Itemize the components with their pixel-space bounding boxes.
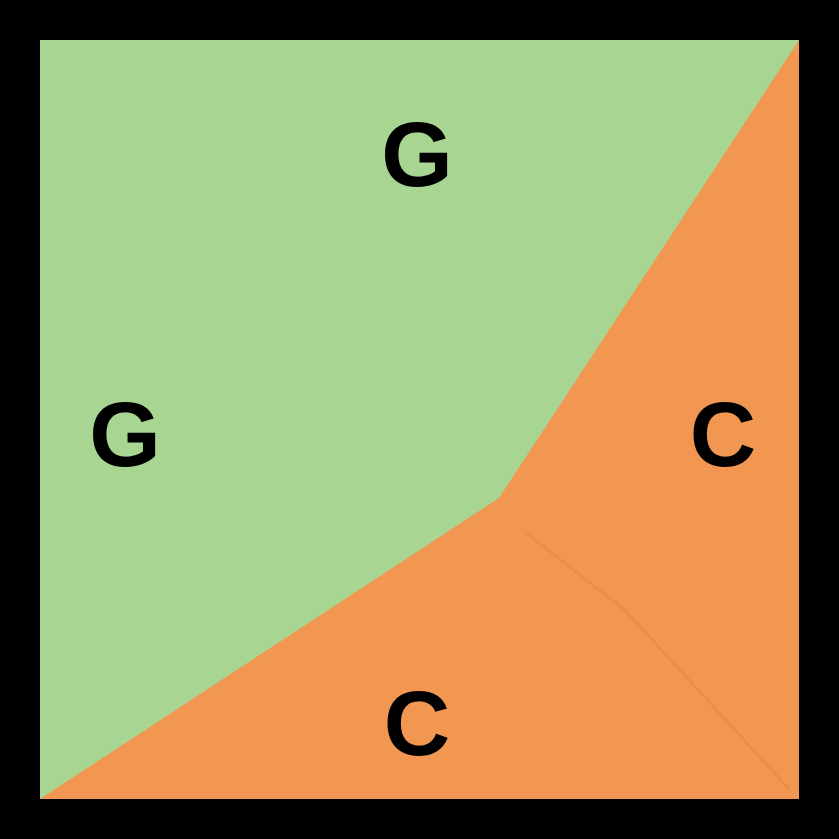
left-edge-label: G [89,384,161,486]
top-edge-label: G [381,104,453,206]
bottom-edge-label: C [384,673,450,775]
city-region [40,40,799,799]
city-seam-line [524,530,626,612]
right-edge-label: C [690,384,756,486]
city-seam-line [623,608,792,792]
